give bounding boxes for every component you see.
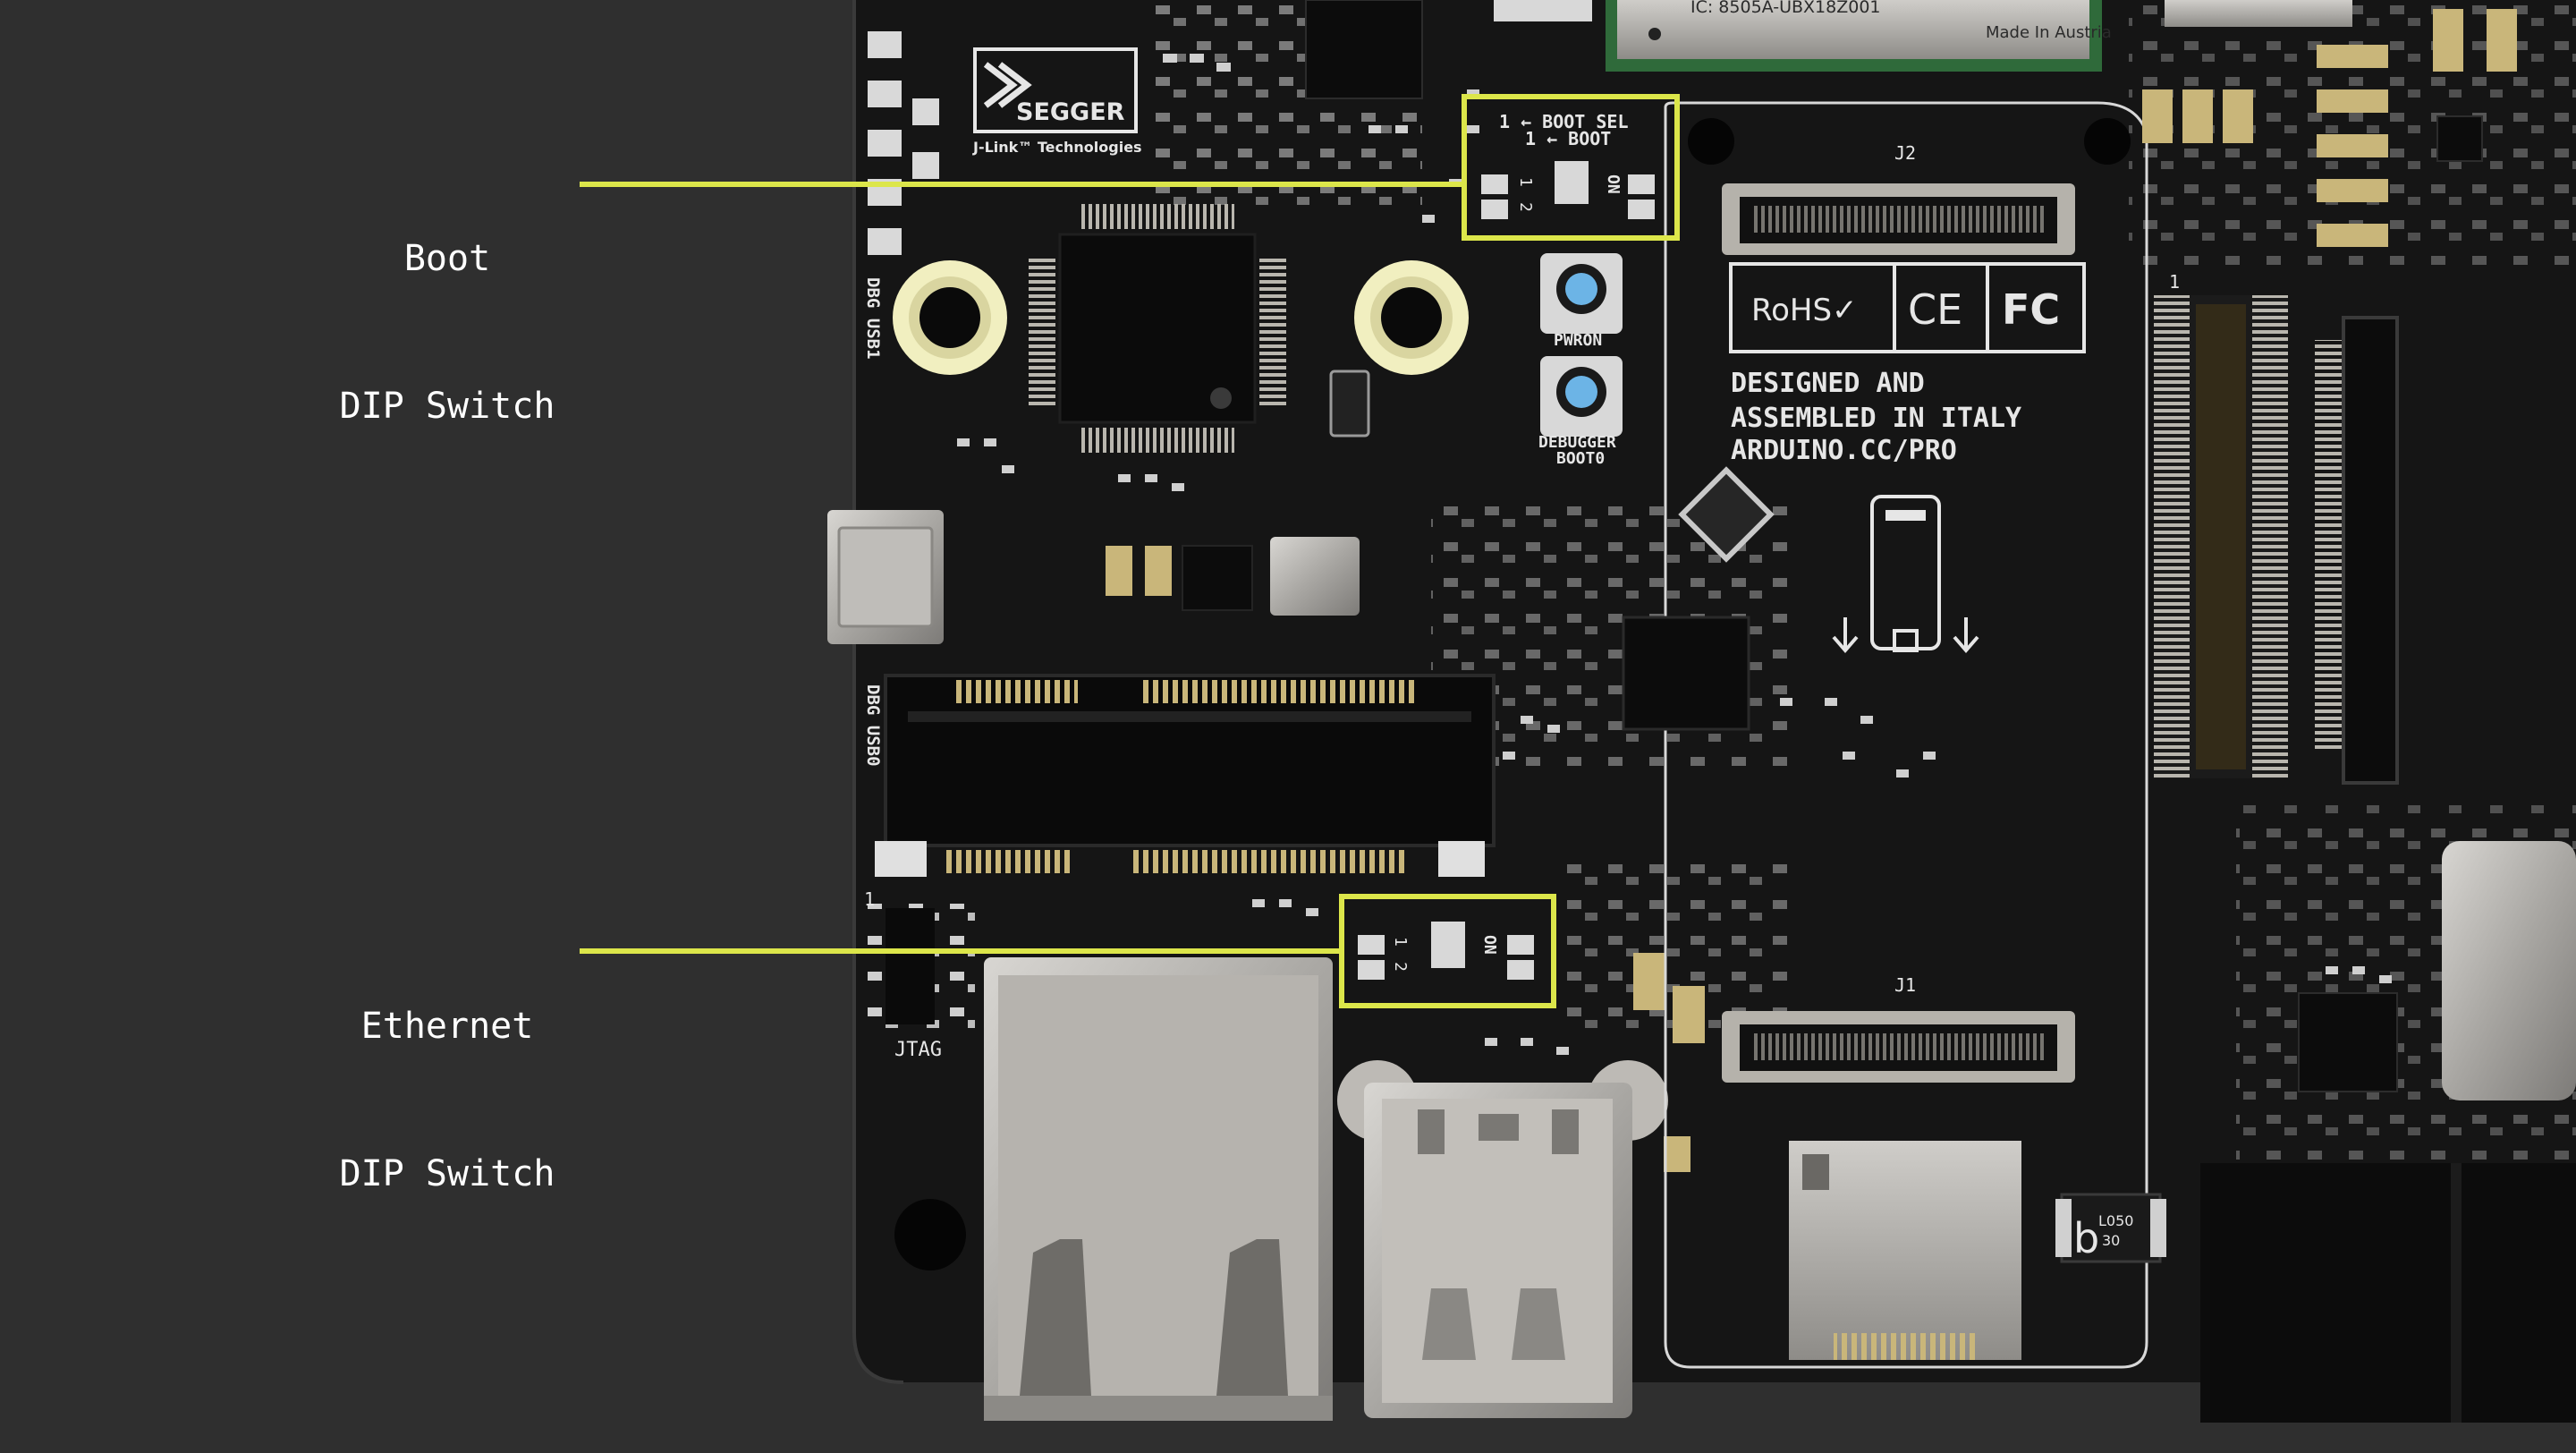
svg-text:SEGGER: SEGGER bbox=[1016, 98, 1125, 126]
certification-marks: RoHS✓ CE FC bbox=[1729, 262, 2086, 353]
module-ic-marking: IC: 8505A-UBX18Z001 bbox=[1690, 0, 1881, 17]
svg-text:J1: J1 bbox=[1894, 974, 1916, 996]
m2-slot bbox=[875, 674, 1496, 877]
svg-text:1 ← BOOT: 1 ← BOOT bbox=[1525, 128, 1611, 149]
ethernet-dip-switch-callout: Ethernet DIP Switch bbox=[318, 904, 577, 1248]
designed-in-italy-text: DESIGNED AND ASSEMBLED IN ITALY ARDUINO.… bbox=[1731, 368, 2021, 466]
sd-card-slot bbox=[1789, 1141, 2021, 1360]
svg-text:J2: J2 bbox=[1894, 142, 1916, 164]
boot-dip-highlight bbox=[580, 94, 1680, 241]
svg-text:ASSEMBLED IN ITALY: ASSEMBLED IN ITALY bbox=[1731, 403, 2021, 434]
crystal bbox=[1678, 466, 1775, 563]
boot-dip-switch: 1 ← BOOT SEL 1 ← BOOT 1 2 ON bbox=[1481, 111, 1655, 219]
segger-logo: SEGGER J-Link™ Technologies bbox=[972, 47, 1142, 156]
ethernet-dip-switch: 1 2 ON bbox=[1358, 922, 1534, 980]
debugger-mcu bbox=[1029, 204, 1286, 453]
svg-text:2: 2 bbox=[1516, 202, 1535, 212]
boot-dip-switch-callout: Boot DIP Switch bbox=[318, 136, 577, 480]
svg-text:PWRON: PWRON bbox=[1554, 331, 1602, 350]
svg-text:1 ← BOOT SEL: 1 ← BOOT SEL bbox=[1499, 111, 1629, 132]
svg-text:DESIGNED AND: DESIGNED AND bbox=[1731, 368, 1925, 399]
jtag-header: 1 JTAG bbox=[859, 888, 975, 1061]
dbg-usb0-label: DBG USB0 bbox=[863, 684, 883, 767]
right-edge-connector bbox=[2442, 841, 2576, 1100]
usb-a-connector bbox=[1337, 1060, 1668, 1418]
power-inductor: b L050 30 bbox=[2055, 1193, 2166, 1263]
module-made-in: Made In Austria bbox=[1986, 23, 2112, 42]
dbg-usb1-label: DBG USB1 bbox=[863, 277, 883, 360]
boot-callout-line1: Boot bbox=[403, 238, 491, 279]
ce-mark: CE bbox=[1908, 285, 1962, 334]
svg-text:30: 30 bbox=[2102, 1232, 2120, 1249]
connector-j2: J2 bbox=[1722, 142, 2075, 255]
ethernet-callout-line1: Ethernet bbox=[360, 1006, 534, 1047]
mounting-hole-right bbox=[1354, 260, 1469, 375]
ethernet-jack bbox=[984, 957, 1333, 1421]
svg-text:1: 1 bbox=[2169, 271, 2180, 293]
svg-text:1: 1 bbox=[864, 888, 875, 910]
svg-text:BOOT0: BOOT0 bbox=[1556, 449, 1605, 468]
mounting-hole-left bbox=[893, 260, 1007, 375]
rohs-mark: RoHS✓ bbox=[1751, 293, 1858, 328]
svg-text:DEBUGGER: DEBUGGER bbox=[1538, 433, 1616, 452]
svg-text:ON: ON bbox=[1480, 935, 1499, 955]
orientation-symbol bbox=[1832, 495, 1979, 654]
svg-text:1: 1 bbox=[1391, 937, 1410, 947]
qfn-chip bbox=[1622, 616, 1750, 731]
debugger-boot0-button: DEBUGGER BOOT0 bbox=[1538, 356, 1623, 468]
svg-text:2: 2 bbox=[1391, 962, 1410, 972]
svg-text:J-Link™ Technologies: J-Link™ Technologies bbox=[972, 139, 1142, 156]
fcc-mark: FC bbox=[2002, 285, 2060, 334]
svg-text:L050: L050 bbox=[2098, 1212, 2133, 1229]
boot-callout-line2: DIP Switch bbox=[339, 386, 555, 427]
jtag-label: JTAG bbox=[894, 1039, 942, 1061]
pcb-hole-top bbox=[2084, 118, 2131, 165]
svg-text:ON: ON bbox=[1604, 174, 1623, 194]
svg-text:b: b bbox=[2073, 1214, 2099, 1262]
svg-text:1: 1 bbox=[1516, 177, 1535, 187]
ethernet-dip-highlight bbox=[580, 894, 1556, 1008]
ethernet-callout-line2: DIP Switch bbox=[339, 1153, 555, 1194]
connector-j1: J1 bbox=[1722, 974, 2075, 1083]
svg-text:ARDUINO.CC/PRO: ARDUINO.CC/PRO bbox=[1731, 435, 1957, 466]
pwron-button: PWRON bbox=[1540, 253, 1623, 350]
high-density-connector: 1 bbox=[2154, 271, 2399, 785]
micro-usb-connector bbox=[827, 510, 944, 644]
inductor bbox=[1270, 537, 1360, 616]
